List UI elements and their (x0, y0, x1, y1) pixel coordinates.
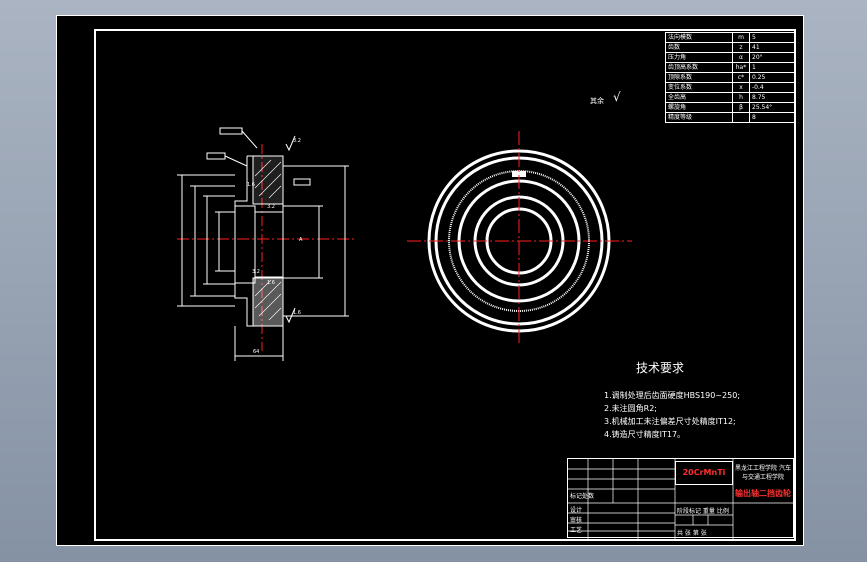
title-row-label: 设计 (570, 507, 583, 514)
roughness-note-label: 其余 (590, 97, 604, 105)
cad-drawing: 3.2 1.6 3.2 1.6 3.2 1.6 A 64 (94, 29, 796, 541)
requirement-item: 3.机械加工未注偏差尺寸处精度IT12; (604, 417, 736, 426)
upper-tooth-block (252, 155, 284, 205)
param-symbol: ha* (732, 62, 750, 73)
material-cell: 20CrMnTi (675, 461, 733, 485)
hub-label-1: 1.6 (247, 182, 255, 188)
param-label: 压力角 (665, 52, 733, 63)
param-label: 螺旋角 (665, 102, 733, 113)
technical-requirements-title: 技术要求 (636, 361, 685, 375)
technical-requirements-list: 1.调制处理后齿面硬度HBS190~250; 2.未注圆角R2; 3.机械加工未… (604, 389, 740, 441)
param-value: 25.54° (749, 102, 795, 113)
bore (254, 211, 284, 278)
requirement-item: 2.未注圆角R2; (604, 404, 657, 413)
title-row-label: 标记处数 (570, 493, 595, 500)
keyway-mark (512, 171, 526, 177)
part-name-cell: 输出轴二挡齿轮 (735, 489, 791, 498)
requirement-item: 4.铸造尺寸精度IT17。 (604, 430, 686, 439)
hub-label-2: 3.2 (267, 204, 275, 210)
title-row-label: 审核 (570, 517, 583, 524)
param-symbol: x (732, 82, 750, 93)
center-label: A (299, 237, 303, 243)
param-label: 法向模数 (665, 32, 733, 43)
param-label: 全齿高 (665, 92, 733, 103)
tolerance-box (206, 152, 226, 160)
param-value: 8.75 (749, 92, 795, 103)
title-block: 20CrMnTi 黑龙江工程学院 汽车与交通工程学院 输出轴二挡齿轮 标记处数 … (567, 458, 795, 539)
roughness-mark (285, 307, 296, 324)
hatching (254, 159, 282, 321)
tolerance-box (219, 127, 243, 135)
chamfer-label: 3.2 (252, 269, 260, 275)
roughness-label-1: 3.2 (293, 138, 301, 144)
tolerance-box (293, 178, 311, 186)
param-label: 变位系数 (665, 82, 733, 93)
param-value: 41 (749, 42, 795, 53)
lower-tooth-outline (252, 277, 284, 327)
param-label: 精度等级 (665, 112, 733, 123)
inner-frame (94, 29, 796, 541)
upper-tooth-outline (252, 155, 284, 205)
param-value: -0.4 (749, 82, 795, 93)
stage-label: 阶段标记 重量 比例 (677, 508, 729, 515)
title-row-label: 工艺 (570, 527, 583, 534)
param-value: 1 (749, 62, 795, 73)
param-symbol: h (732, 92, 750, 103)
lower-tooth-block (252, 277, 284, 327)
param-value: 20° (749, 52, 795, 63)
roughness-label-2: 1.6 (293, 310, 301, 316)
param-symbol: m (732, 32, 750, 43)
param-symbol: c* (732, 72, 750, 83)
param-value: 8 (749, 112, 795, 123)
sheet-label: 共 张 第 张 (677, 530, 707, 537)
param-symbol: z (732, 42, 750, 53)
school-cell: 黑龙江工程学院 汽车与交通工程学院 (735, 465, 791, 481)
param-symbol: α (732, 52, 750, 63)
roughness-symbol: √ (613, 90, 621, 104)
param-symbol (732, 112, 750, 123)
param-value: 0.25 (749, 72, 795, 83)
param-label: 齿顶高系数 (665, 62, 733, 73)
roughness-mark (285, 135, 296, 152)
param-symbol: β (732, 102, 750, 113)
requirement-item: 1.调制处理后齿面硬度HBS190~250; (604, 391, 741, 400)
hub-label-3: 1.6 (267, 280, 275, 286)
param-label: 顶隙系数 (665, 72, 733, 83)
param-value: 5 (749, 32, 795, 43)
section-view (177, 127, 357, 361)
bottom-dim-label: 64 (253, 349, 259, 355)
param-label: 齿数 (665, 42, 733, 53)
front-view (407, 131, 632, 346)
